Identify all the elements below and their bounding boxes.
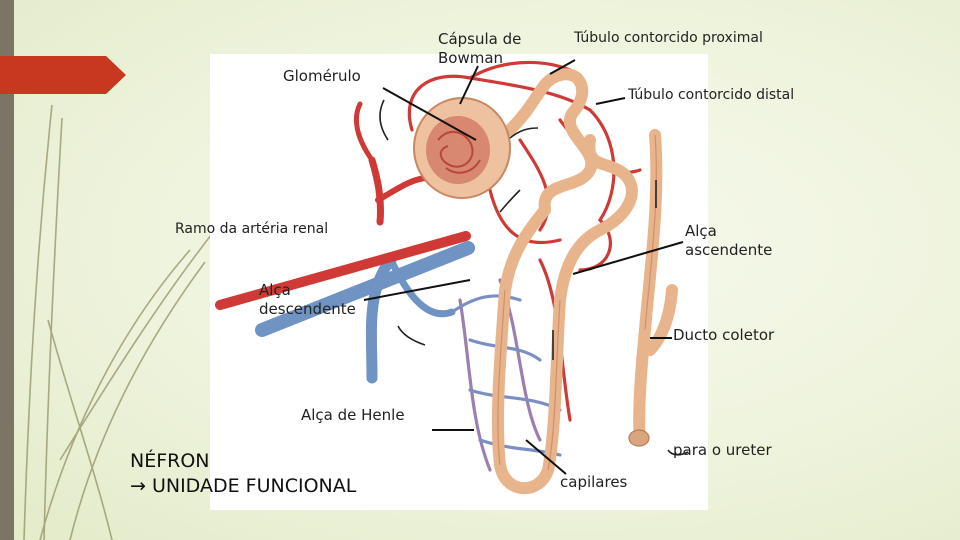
slide-title: NÉFRON → UNIDADE FUNCIONAL xyxy=(130,449,356,499)
label-alca-descendente: Alça descendente xyxy=(259,281,356,318)
label-tubulo-distal: Túbulo contorcido distal xyxy=(628,87,795,103)
tubule-shading xyxy=(497,134,657,471)
flow-arrows xyxy=(379,99,689,456)
collecting-duct-end xyxy=(628,429,650,447)
renal-vein xyxy=(255,241,475,384)
label-ramo-arteria: Ramo da artéria renal xyxy=(175,221,329,237)
glomerulus-capsule xyxy=(413,97,511,199)
title-line-1: NÉFRON xyxy=(130,450,210,472)
label-glomerulo: Glomérulo xyxy=(283,67,361,85)
label-ducto-coletor: Ducto coletor xyxy=(673,326,775,344)
title-line-2: → UNIDADE FUNCIONAL xyxy=(130,475,357,497)
accent-arrow-shape xyxy=(0,56,126,94)
label-alca-henle: Alça de Henle xyxy=(301,406,405,424)
pointer-lines xyxy=(363,59,684,475)
label-capilares: capilares xyxy=(560,473,628,491)
side-bar xyxy=(0,0,14,540)
label-alca-ascendente: Alça ascendente xyxy=(685,222,773,259)
label-capsula-bowman: Cápsula de Bowman xyxy=(438,30,522,67)
label-para-ureter: para o ureter xyxy=(673,441,772,459)
label-tubulo-proximal: Túbulo contorcido proximal xyxy=(574,30,763,46)
tubules xyxy=(491,68,678,495)
